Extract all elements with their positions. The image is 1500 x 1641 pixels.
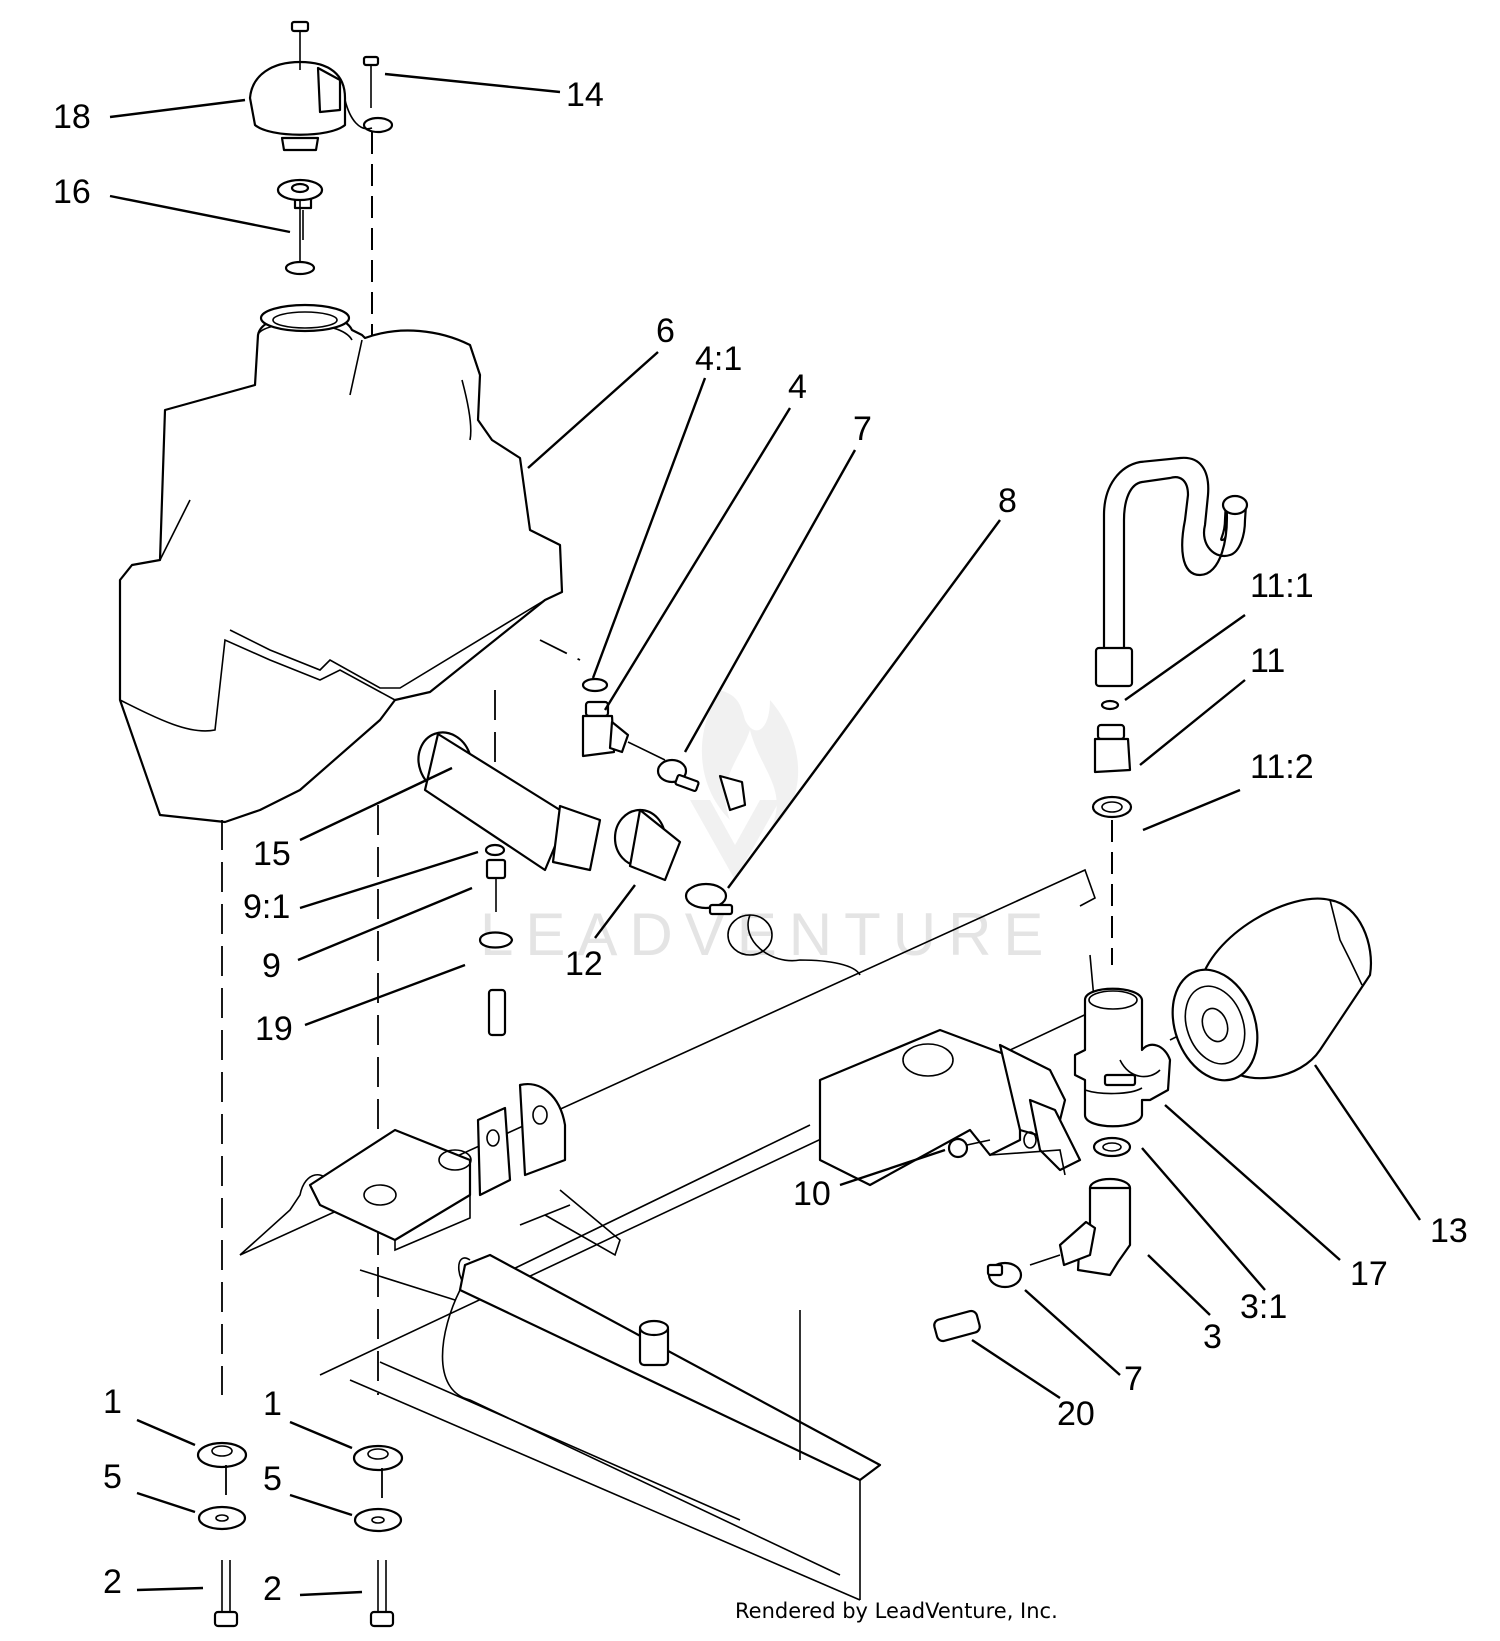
callout-8: 8 (998, 482, 1017, 520)
callout-1-left: 1 (103, 1383, 122, 1421)
fuel-cap-part (248, 20, 347, 240)
callout-5-right: 5 (263, 1460, 282, 1498)
fuel-line-pipe-part (1094, 456, 1249, 688)
elbow-3-part (1029, 1136, 1132, 1277)
callout-14: 14 (566, 76, 604, 114)
callout-20: 20 (1057, 1395, 1095, 1433)
callout-labels: 18 14 16 6 4:1 4 7 8 11:1 11 11:2 15 9:1… (53, 76, 1468, 1608)
filter-bracket-part (818, 1028, 1082, 1187)
callout-5-left: 5 (103, 1458, 122, 1496)
frame-rail-part (239, 868, 1096, 1601)
watermark-logo (690, 690, 799, 880)
elbow-axis (539, 639, 581, 661)
callout-17: 17 (1350, 1255, 1388, 1293)
callout-18: 18 (53, 98, 91, 136)
callout-9-1: 9:1 (243, 888, 290, 926)
callout-9: 9 (262, 947, 281, 985)
callout-11-2: 11:2 (1250, 748, 1314, 786)
callout-7-lower: 7 (1124, 1360, 1143, 1398)
hose-clamp-lower-part (684, 882, 861, 976)
bolt-2-right-part (369, 1560, 395, 1628)
callout-15: 15 (253, 835, 291, 873)
tether-screw-part (344, 55, 394, 134)
callout-6: 6 (656, 312, 675, 350)
leader-lines (109, 72, 1421, 1597)
hose-clamp-upper-part (656, 758, 747, 812)
callout-7-upper: 7 (853, 410, 872, 448)
callout-19: 19 (255, 1010, 293, 1048)
fuel-tube-part (417, 731, 682, 1037)
callout-2-left: 2 (103, 1563, 122, 1601)
callout-2-right: 2 (263, 1570, 282, 1608)
callout-1-right: 1 (263, 1385, 282, 1423)
callout-12: 12 (565, 945, 603, 983)
washer-5-left-part (197, 1505, 247, 1531)
callout-11-1: 11:1 (1250, 567, 1314, 605)
callout-11: 11 (1250, 642, 1285, 680)
callout-3-1: 3:1 (1240, 1288, 1287, 1326)
render-credit: Rendered by LeadVenture, Inc. (735, 1599, 1058, 1623)
bolt-10-part (947, 1137, 991, 1159)
callout-10: 10 (793, 1175, 831, 1213)
grommet-1-left-part (196, 1441, 248, 1469)
oil-filter-part (1171, 897, 1372, 1082)
callout-3: 3 (1203, 1318, 1222, 1356)
callout-4: 4 (788, 368, 807, 406)
strainer-part (276, 178, 324, 276)
callout-13: 13 (1430, 1212, 1468, 1250)
fuel-tank-part (118, 303, 564, 824)
hose-clamp-3-part (933, 1261, 1023, 1343)
fitting-11-part (1091, 699, 1133, 819)
grommet-1-right-part (352, 1444, 404, 1472)
watermark-text: LEADVENTURE (480, 901, 1055, 968)
washer-5-right-part (353, 1507, 403, 1533)
filter-head-part (1073, 987, 1191, 1128)
elbow-fitting-part (581, 677, 666, 761)
bolt-2-left-part (213, 1560, 239, 1628)
callout-4-1: 4:1 (695, 340, 742, 378)
callout-16: 16 (53, 173, 91, 211)
